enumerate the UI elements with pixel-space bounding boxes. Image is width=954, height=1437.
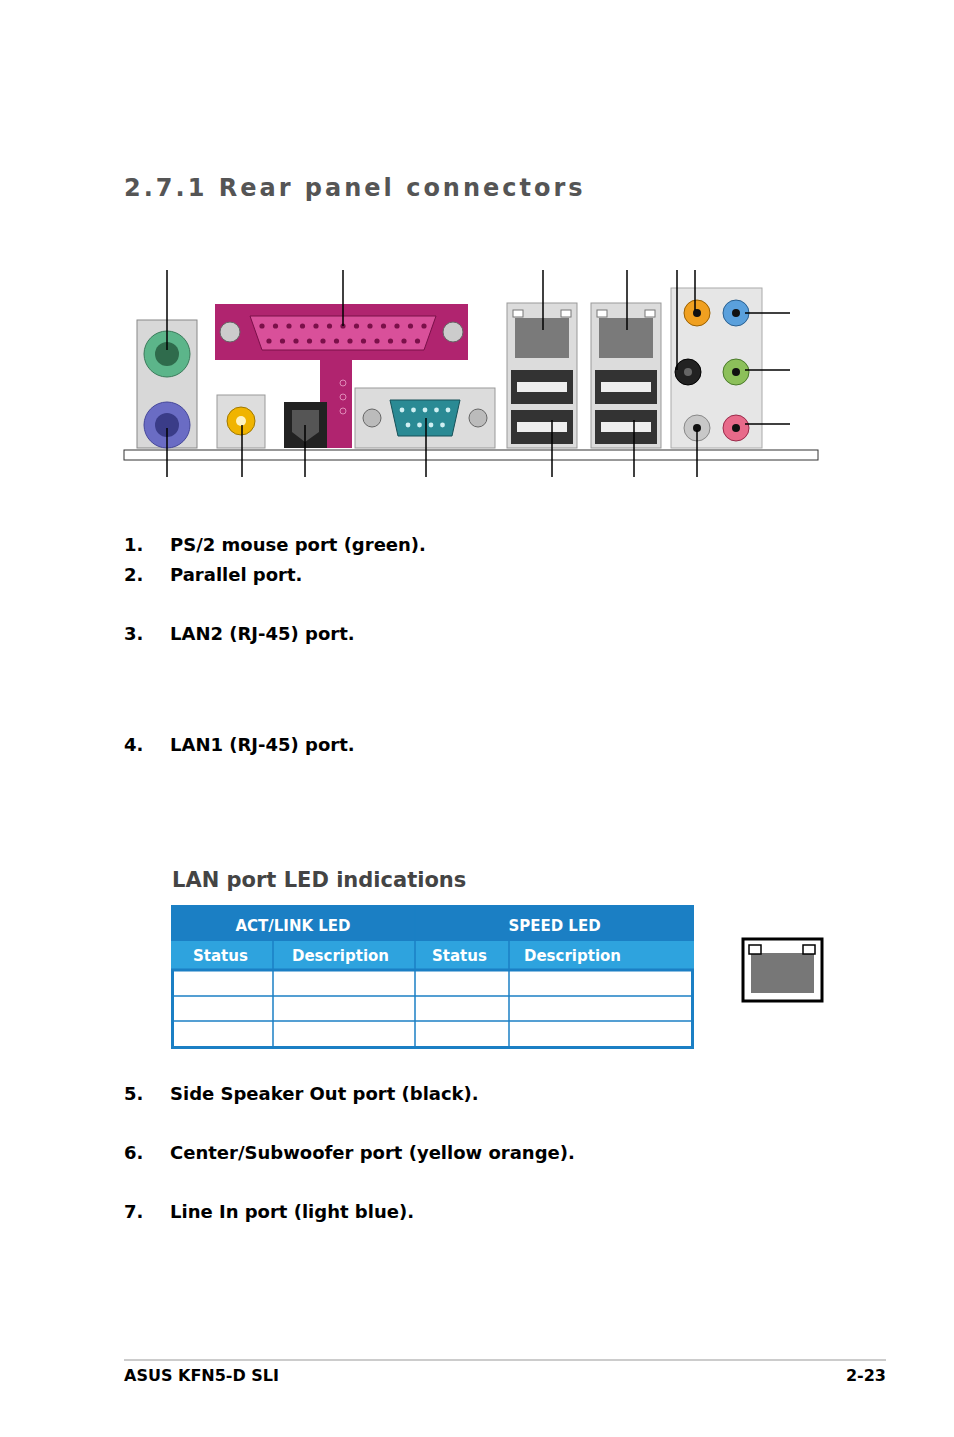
pin (347, 338, 352, 343)
list-item: Parallel port. (170, 564, 302, 586)
lan-usb-housing (507, 303, 577, 448)
lan-led-icon (743, 939, 822, 1001)
list-number: 5. (124, 1083, 143, 1105)
list-number: 7. (124, 1201, 143, 1223)
usb-port (511, 370, 573, 404)
usb-port (595, 410, 657, 444)
table-column: Description (292, 947, 389, 965)
pin (417, 423, 422, 428)
pin (421, 323, 426, 328)
mic-jack (723, 415, 749, 441)
center-subwoofer-jack (684, 300, 710, 326)
list-item: LAN2 (RJ-45) port. (170, 623, 355, 645)
usb-port (595, 370, 657, 404)
table-header (171, 905, 694, 941)
pin (313, 323, 318, 328)
pin (434, 408, 439, 413)
pin (327, 323, 332, 328)
panel-plate (124, 450, 818, 460)
pin (381, 323, 386, 328)
table-body (173, 970, 693, 1048)
pin (394, 323, 399, 328)
pin (259, 323, 264, 328)
line-out-jack (723, 359, 749, 385)
subheading: LAN port LED indications (172, 868, 466, 893)
rj45-port (515, 318, 569, 358)
list-number: 6. (124, 1142, 143, 1164)
list-number: 4. (124, 734, 143, 756)
usb-port (511, 410, 573, 444)
side-speaker-jack (675, 359, 701, 385)
pin (423, 408, 428, 413)
coaxial-spdif-port (217, 395, 265, 448)
footer-text: ASUS KFN5-D SLI (124, 1366, 279, 1385)
pin (361, 338, 366, 343)
list-number: 2. (124, 564, 143, 586)
serial-port (355, 388, 495, 448)
pin (354, 323, 359, 328)
page-number: 2-23 (826, 1366, 886, 1385)
lan-usb-housing (591, 303, 661, 448)
parallel-port-bracket (215, 304, 468, 360)
pin (266, 338, 271, 343)
pin (280, 338, 285, 343)
list-item: Side Speaker Out port (black). (170, 1083, 479, 1105)
table-column: Status (193, 947, 248, 965)
pin (411, 408, 416, 413)
pin (440, 423, 445, 428)
list-number: 3. (124, 623, 143, 645)
list-item: PS/2 mouse port (green). (170, 534, 426, 556)
pin (429, 423, 434, 428)
pin (374, 338, 379, 343)
pin (367, 323, 372, 328)
pin (286, 323, 291, 328)
pin (293, 338, 298, 343)
table-header: SPEED LED (415, 917, 694, 935)
table-subheader (171, 941, 694, 970)
pin (307, 338, 312, 343)
list-item: Center/Subwoofer port (yellow orange). (170, 1142, 575, 1164)
pin (401, 338, 406, 343)
list-item: Line In port (light blue). (170, 1201, 414, 1223)
table-header: ACT/LINK LED (171, 917, 415, 935)
pin (320, 338, 325, 343)
pin (388, 338, 393, 343)
pin (408, 323, 413, 328)
table-column: Status (432, 947, 487, 965)
section-title: 2.7.1 Rear panel connectors (124, 174, 586, 203)
footer-rule (124, 1360, 886, 1361)
pin (406, 423, 411, 428)
leader-lines (167, 270, 790, 477)
table-column: Description (524, 947, 621, 965)
pin (415, 338, 420, 343)
pin (273, 323, 278, 328)
pin (446, 408, 451, 413)
list-item: LAN1 (RJ-45) port. (170, 734, 355, 756)
pin (300, 323, 305, 328)
pin (400, 408, 405, 413)
pin (334, 338, 339, 343)
list-number: 1. (124, 534, 143, 556)
rj45-port (599, 318, 653, 358)
